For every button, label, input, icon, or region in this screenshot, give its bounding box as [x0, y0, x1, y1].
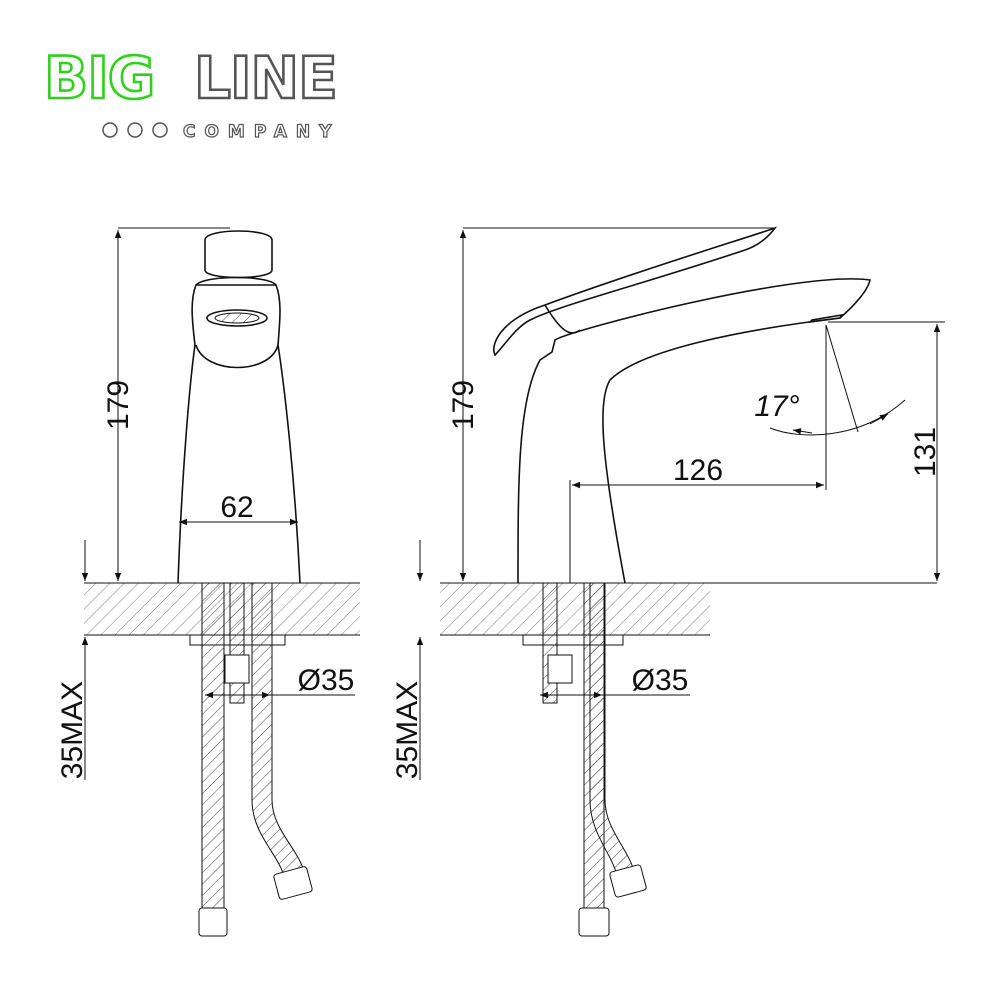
dim-depth-label: 35MAX: [391, 681, 424, 779]
angle-arc: [769, 399, 906, 436]
hose-left: [201, 582, 225, 909]
faucet-lever: [493, 226, 778, 357]
front-view: 179 62 35MAX Ø35: [56, 227, 360, 937]
dim-hole-label: Ø35: [632, 664, 689, 697]
side-view: 179 131 126 17° 35MAX Ø35: [391, 226, 945, 937]
threaded-rod: [542, 582, 558, 704]
logo-big-text: BIG: [44, 44, 154, 112]
aerator: [206, 309, 268, 327]
dim-angle-label: 17°: [754, 390, 799, 423]
logo-tagline: COMPANY: [183, 122, 340, 142]
dim-width-label: 62: [220, 491, 253, 524]
dim-depth-label: 35MAX: [56, 681, 89, 779]
dim-reach-label: 126: [673, 454, 723, 487]
logo-line-text: LINE: [194, 44, 337, 112]
dim-spout-height-label: 131: [909, 427, 942, 477]
dim-height-label: 179: [102, 380, 135, 430]
threaded-rod: [229, 582, 245, 704]
hose-fitting: [578, 907, 610, 937]
hose-fitting: [273, 866, 313, 900]
dim-height-label: 179: [447, 380, 480, 430]
logo-dot: [127, 122, 143, 138]
dim-hole-label: Ø35: [298, 664, 355, 697]
faucet-handle: [204, 230, 273, 279]
brand-logo: BIG LINE COMPANY: [43, 43, 340, 143]
mounting-plate: [522, 634, 624, 646]
hose-fitting: [609, 864, 647, 898]
logo-dot: [152, 122, 168, 138]
countertop: [440, 583, 710, 635]
logo-dot: [102, 122, 118, 138]
faucet-body: [177, 284, 301, 584]
hose-fitting: [198, 907, 228, 937]
faucet-body: [517, 278, 871, 584]
